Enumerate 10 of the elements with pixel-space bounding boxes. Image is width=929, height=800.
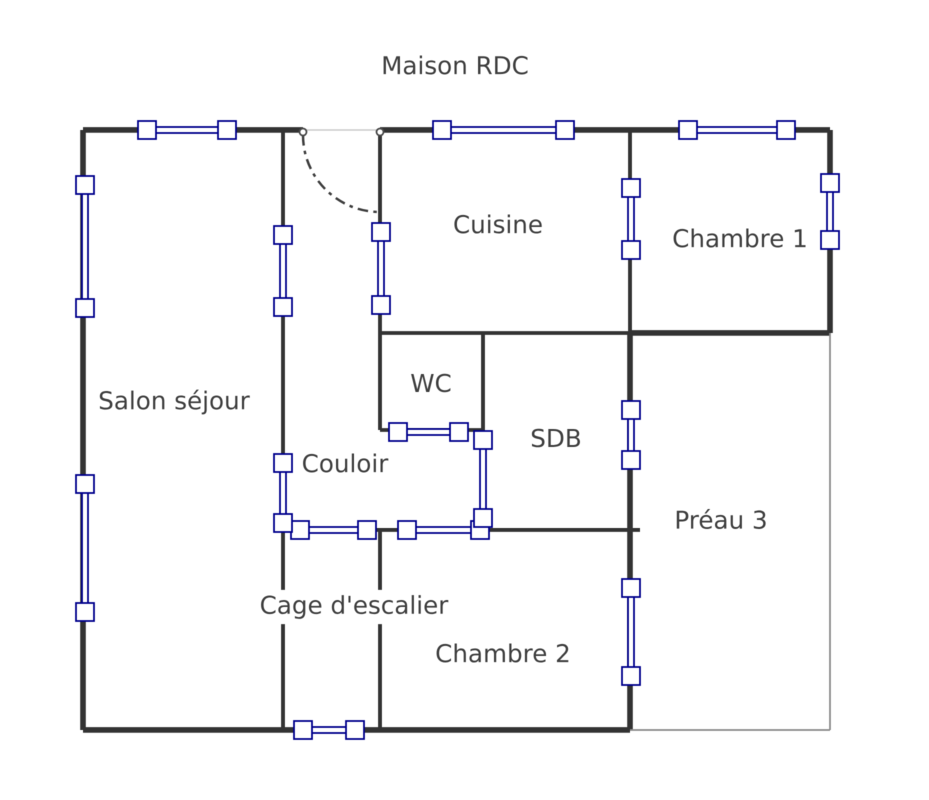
- room-label: Chambre 2: [430, 638, 576, 668]
- room-label: Salon séjour: [92, 384, 256, 420]
- room-label: WC: [404, 368, 458, 398]
- room-label: Chambre 1: [666, 223, 814, 253]
- room-label: Préau 3: [669, 504, 773, 534]
- room-label: SDB: [525, 423, 587, 453]
- title: Maison RDC: [384, 55, 528, 74]
- room-label: Couloir: [296, 448, 394, 478]
- room-label: Cuisine: [448, 209, 548, 239]
- room-label: Cage d'escalier: [254, 590, 454, 624]
